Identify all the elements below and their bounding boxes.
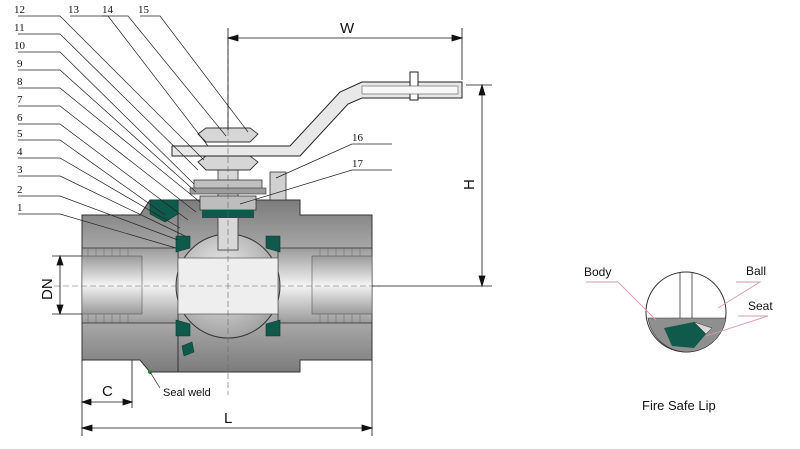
- dimension-h-label: H: [461, 179, 478, 190]
- callout-12: 12: [14, 4, 25, 16]
- seal-weld-note: [148, 370, 161, 389]
- handle-lever: [171, 71, 463, 157]
- callout-8: 8: [17, 76, 23, 88]
- detail-leaders: [586, 281, 769, 337]
- callout-1: 1: [17, 202, 23, 214]
- dimension-c: [80, 360, 134, 436]
- dimension-dn: [52, 254, 82, 316]
- dimension-w: [226, 28, 464, 130]
- detail-body-label: Body: [584, 265, 611, 279]
- callout-6: 6: [17, 112, 23, 124]
- callout-3: 3: [17, 164, 23, 176]
- callout-leaders: [18, 15, 392, 249]
- callout-13: 13: [68, 4, 80, 16]
- dimension-l-label: L: [224, 410, 232, 427]
- callout-9: 9: [17, 58, 23, 70]
- fire-safe-detail: [645, 271, 727, 353]
- callout-2: 2: [17, 184, 23, 196]
- callout-7: 7: [17, 94, 23, 106]
- dimension-c-label: C: [102, 383, 113, 400]
- callout-5: 5: [17, 128, 23, 140]
- callout-4: 4: [17, 146, 23, 158]
- dimension-w-label: W: [340, 20, 355, 37]
- callout-16: 16: [352, 132, 364, 144]
- callout-14: 14: [102, 4, 114, 16]
- detail-seat-label: Seat: [748, 299, 773, 313]
- callout-11: 11: [14, 22, 25, 34]
- seats: [175, 235, 281, 357]
- seal-weld-label: Seal weld: [163, 387, 211, 399]
- detail-ball-label: Ball: [746, 264, 766, 278]
- dimension-dn-label: DN: [39, 278, 56, 300]
- callout-10: 10: [14, 40, 26, 52]
- callout-numbers: 1 2 3 4 5 6 7 8 9 10 11 12 13 14 15 16 1…: [14, 4, 364, 214]
- dimension-l: [80, 360, 374, 436]
- dimension-h: [372, 83, 492, 288]
- detail-caption: Fire Safe Lip: [642, 398, 716, 413]
- callout-17: 17: [352, 158, 364, 170]
- callout-15: 15: [138, 4, 150, 16]
